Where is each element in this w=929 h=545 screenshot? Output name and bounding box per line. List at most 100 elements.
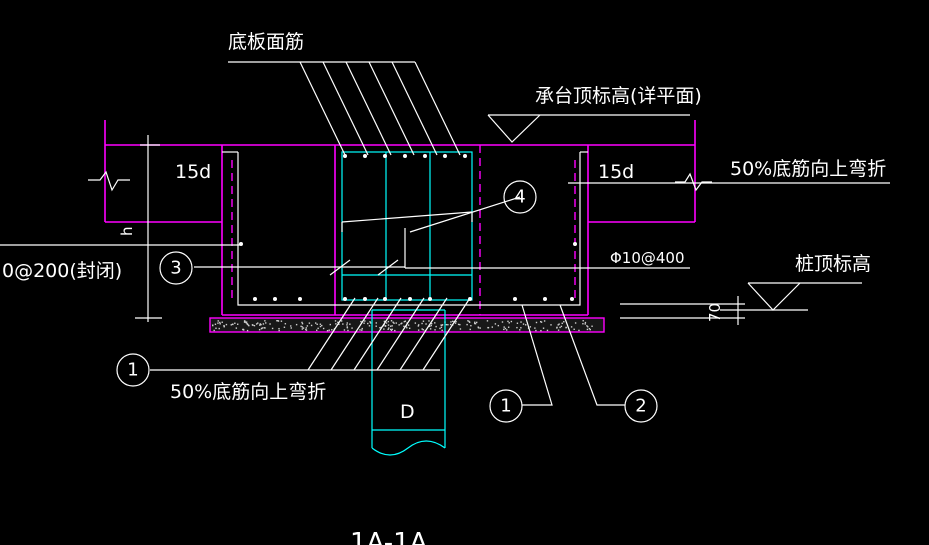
callout-2-leader bbox=[559, 304, 625, 406]
hatch-speck bbox=[586, 325, 588, 327]
hatch-speck bbox=[539, 320, 542, 323]
hatch-speck bbox=[384, 325, 387, 327]
hatch-speck bbox=[507, 326, 510, 328]
hatch-speck bbox=[387, 320, 390, 323]
hatch-speck bbox=[384, 320, 386, 323]
hatch-speck bbox=[305, 328, 307, 331]
rebar bbox=[222, 151, 588, 306]
hatch-speck bbox=[408, 327, 411, 329]
hatch-speck bbox=[300, 325, 302, 328]
callout-1-left-number: 1 bbox=[127, 360, 138, 381]
hatch-speck bbox=[235, 327, 238, 329]
hatch-speck bbox=[439, 327, 441, 330]
hatch-speck bbox=[520, 321, 522, 323]
leader-line-bottom bbox=[376, 297, 425, 371]
hatch-speck bbox=[326, 329, 329, 332]
bottom-rebar-u bbox=[237, 152, 581, 306]
hatch-speck bbox=[246, 323, 249, 325]
hatch-speck bbox=[470, 324, 472, 327]
hatch-speck bbox=[262, 323, 265, 325]
callout-4-circle bbox=[503, 180, 537, 214]
pile-diameter-label: D bbox=[400, 401, 415, 423]
hatch-speck bbox=[306, 325, 309, 327]
hatch-speck bbox=[277, 320, 279, 322]
hatch-speck bbox=[494, 323, 497, 325]
hatch-speck bbox=[308, 322, 311, 324]
hatch-speck bbox=[246, 329, 249, 332]
hatch-speck bbox=[392, 321, 394, 323]
hatch-speck bbox=[510, 320, 513, 323]
pile-break-line bbox=[371, 440, 446, 456]
callout-3-number: 3 bbox=[170, 258, 181, 279]
hatch-speck bbox=[301, 322, 304, 325]
hatch-speck bbox=[459, 323, 461, 326]
hatch-speck bbox=[422, 320, 425, 322]
bend-up-right-label: 50%底筋向上弯折 bbox=[730, 158, 886, 180]
pile-elevation-triangle bbox=[747, 282, 801, 311]
hatch-speck bbox=[477, 327, 480, 329]
hatch-speck bbox=[258, 328, 261, 331]
hatch-speck bbox=[457, 323, 460, 326]
hatch-speck bbox=[243, 321, 246, 323]
hatch-speck bbox=[375, 322, 377, 324]
leader-line-bottom bbox=[307, 297, 356, 371]
hatch-speck bbox=[388, 327, 390, 329]
hatch-speck bbox=[449, 323, 452, 326]
hatch-speck bbox=[401, 322, 403, 324]
hatch-speck bbox=[550, 324, 552, 326]
cap-elevation-triangle bbox=[487, 114, 541, 143]
pile-top-elevation-marker: 桩顶标高 bbox=[720, 253, 871, 311]
callout-3-circle bbox=[159, 251, 193, 285]
rebar-dot bbox=[443, 154, 447, 158]
hatch-speck bbox=[588, 327, 591, 330]
hatch-speck bbox=[591, 325, 593, 327]
hatch-speck bbox=[395, 322, 397, 324]
hatch-speck bbox=[425, 323, 427, 325]
hatch-speck bbox=[441, 324, 444, 326]
rebar-dot bbox=[298, 297, 302, 301]
callout-2-number: 2 bbox=[635, 396, 646, 417]
rebar-dots bbox=[239, 154, 577, 301]
rebar-dot bbox=[363, 154, 367, 158]
rebar-dot bbox=[253, 297, 257, 301]
hatch-speck bbox=[351, 327, 353, 329]
hatch-speck bbox=[302, 327, 305, 329]
hatch-speck bbox=[559, 326, 561, 329]
hatch-speck bbox=[542, 327, 545, 329]
hatch-speck bbox=[445, 323, 448, 326]
hatch-speck bbox=[558, 323, 560, 325]
anchor-left-label: 15d bbox=[175, 161, 211, 183]
hatch-speck bbox=[479, 327, 481, 329]
break-marks bbox=[88, 170, 712, 192]
hatch-speck bbox=[337, 321, 339, 323]
hatch-speck bbox=[584, 323, 586, 325]
hatch-speck bbox=[450, 321, 452, 323]
callout-3-tick-a bbox=[329, 259, 351, 276]
hatch-speck bbox=[390, 320, 393, 322]
cap-top-elevation-marker: 承台顶标高(详平面) bbox=[487, 85, 702, 143]
hatch-speck bbox=[587, 326, 589, 328]
cap-outline bbox=[104, 120, 696, 316]
hatch-speck bbox=[468, 321, 471, 323]
hatch-speck bbox=[403, 325, 405, 328]
hatch-speck bbox=[407, 324, 410, 326]
leader-line-top bbox=[322, 61, 369, 156]
hatch-speck bbox=[466, 323, 468, 326]
hatch-speck bbox=[255, 323, 258, 325]
hatch-speck bbox=[589, 328, 591, 331]
hatch-speck bbox=[219, 321, 221, 324]
hatch-speck bbox=[363, 322, 365, 324]
leader-line-bottom bbox=[353, 297, 402, 371]
hatch-speck bbox=[257, 322, 259, 324]
rebar-dot bbox=[513, 297, 517, 301]
hatch-speck bbox=[375, 325, 377, 327]
hatch-speck bbox=[259, 323, 261, 325]
hatch-speck bbox=[497, 324, 500, 327]
hatch-speck bbox=[503, 326, 505, 328]
hatch-speck bbox=[525, 324, 527, 326]
hatch-speck bbox=[245, 321, 248, 323]
hatch-speck bbox=[459, 328, 462, 330]
hatch-speck bbox=[319, 325, 322, 328]
anchor-right-label: 15d bbox=[598, 161, 634, 183]
